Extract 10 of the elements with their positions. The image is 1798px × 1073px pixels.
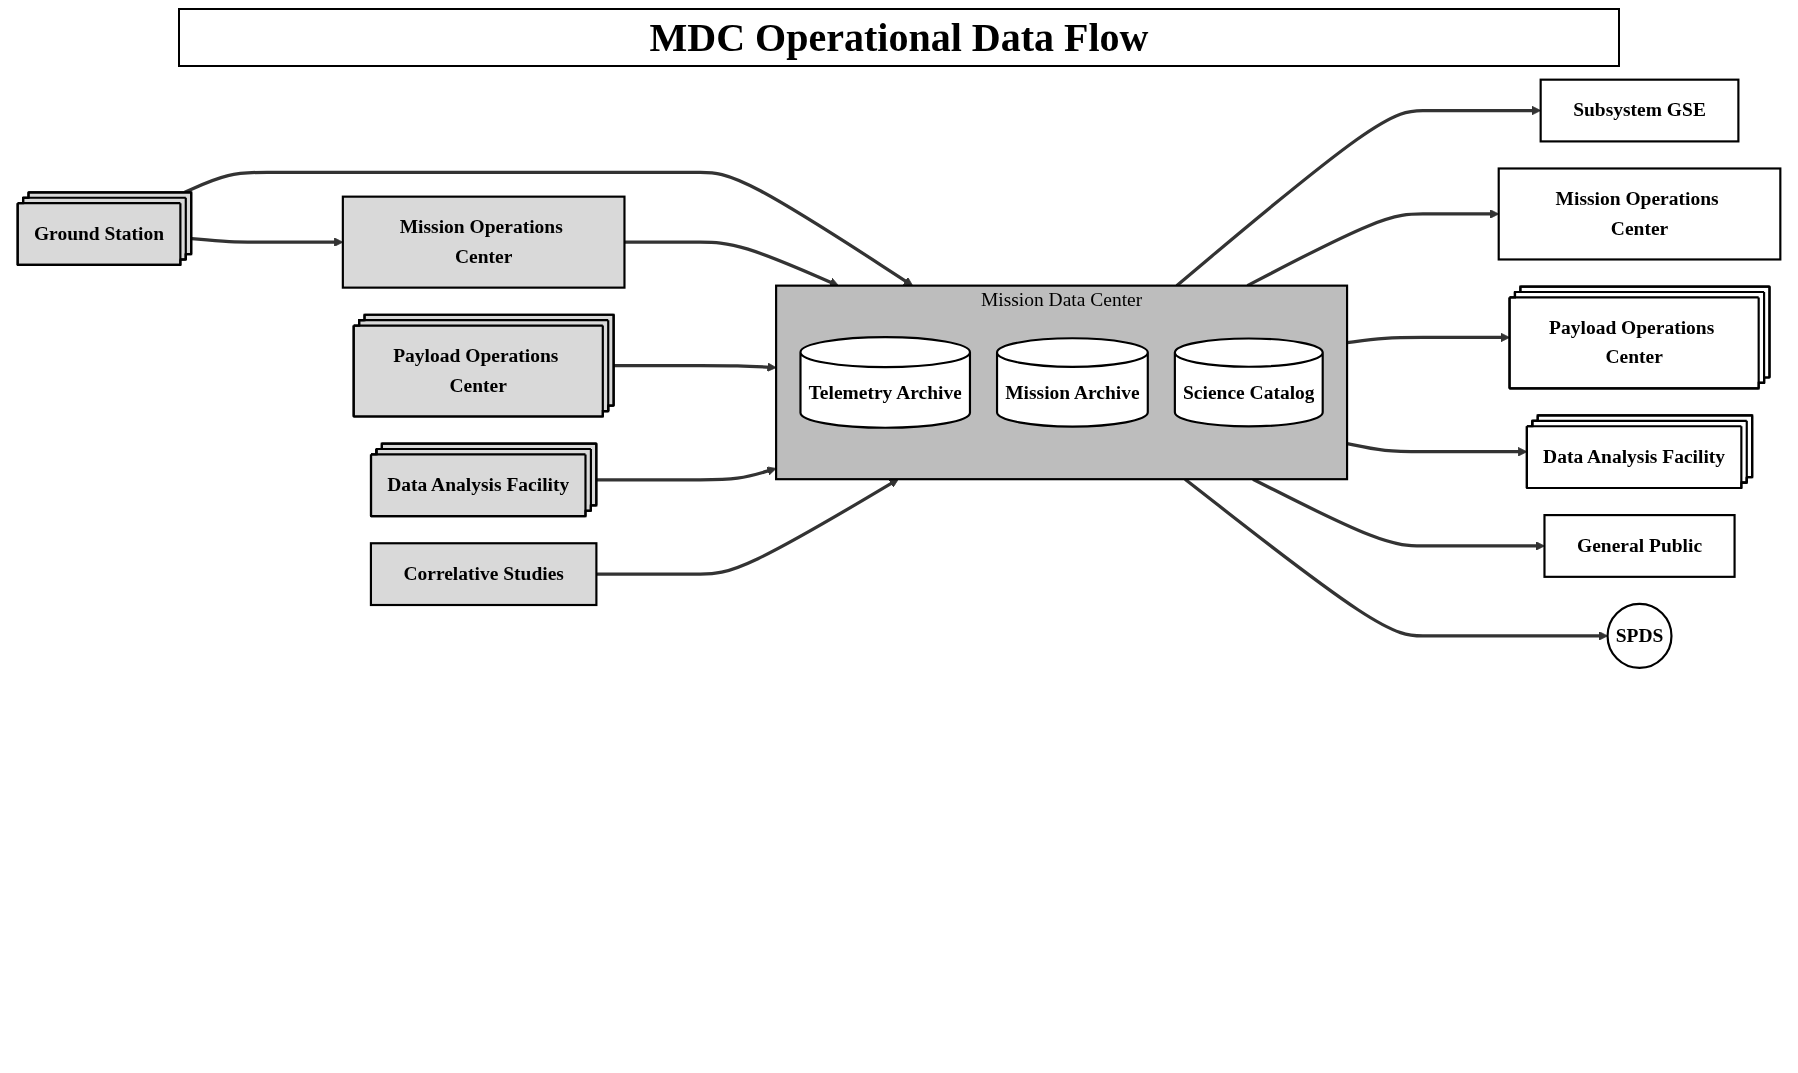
node-box: Mission Operations Center xyxy=(341,195,626,289)
node-box: General Public xyxy=(1543,514,1736,578)
diagram-title: MDC Operational Data Flow xyxy=(177,8,1621,67)
arrow xyxy=(613,362,777,372)
node-box: Mission Operations Center xyxy=(1497,167,1782,261)
node-box: Subsystem GSE xyxy=(1539,78,1740,143)
node-circle: SPDS xyxy=(1606,602,1673,669)
arrow xyxy=(596,466,777,482)
arrow xyxy=(184,170,914,287)
node-box: Correlative Studies xyxy=(369,542,598,607)
